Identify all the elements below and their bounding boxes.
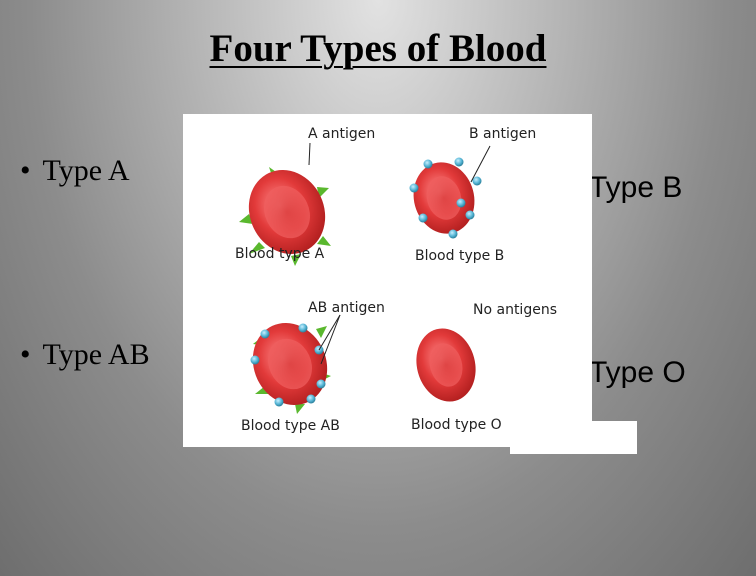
slide-title: Four Types of Blood (209, 27, 547, 70)
blood-type-illustration: A antigen B antigen Blood type A Blood t… (235, 126, 557, 434)
caption-type-a: Blood type A (235, 246, 325, 262)
bullet-label: Type O (589, 356, 686, 389)
bullet-type-ab: • Type AB (20, 338, 150, 372)
no-antigens-label: No antigens (473, 302, 557, 318)
b-antigen-label: B antigen (469, 126, 536, 142)
bullet-type-a: • Type A (20, 154, 130, 188)
bullet-label: Type B (589, 171, 683, 204)
bullet-label: Type A (42, 154, 130, 187)
ab-antigen-label: AB antigen (308, 300, 385, 316)
bullet-marker: • (20, 154, 31, 187)
bullet-label: Type AB (42, 338, 150, 371)
bullet-type-o: §Type O (577, 356, 686, 390)
red-cell-type-a (239, 167, 331, 266)
red-cell-type-ab (250, 323, 331, 414)
blood-type-figure (183, 114, 592, 447)
bullet-marker: • (20, 338, 31, 371)
red-cell-type-o (416, 328, 476, 402)
caption-type-b: Blood type B (415, 248, 504, 264)
red-cell-type-b (409, 157, 482, 239)
caption-type-ab: Blood type AB (241, 418, 340, 434)
a-antigen-label: A antigen (308, 126, 375, 142)
caption-type-o: Blood type O (411, 417, 502, 433)
bullet-type-b: §Type B (577, 171, 682, 205)
